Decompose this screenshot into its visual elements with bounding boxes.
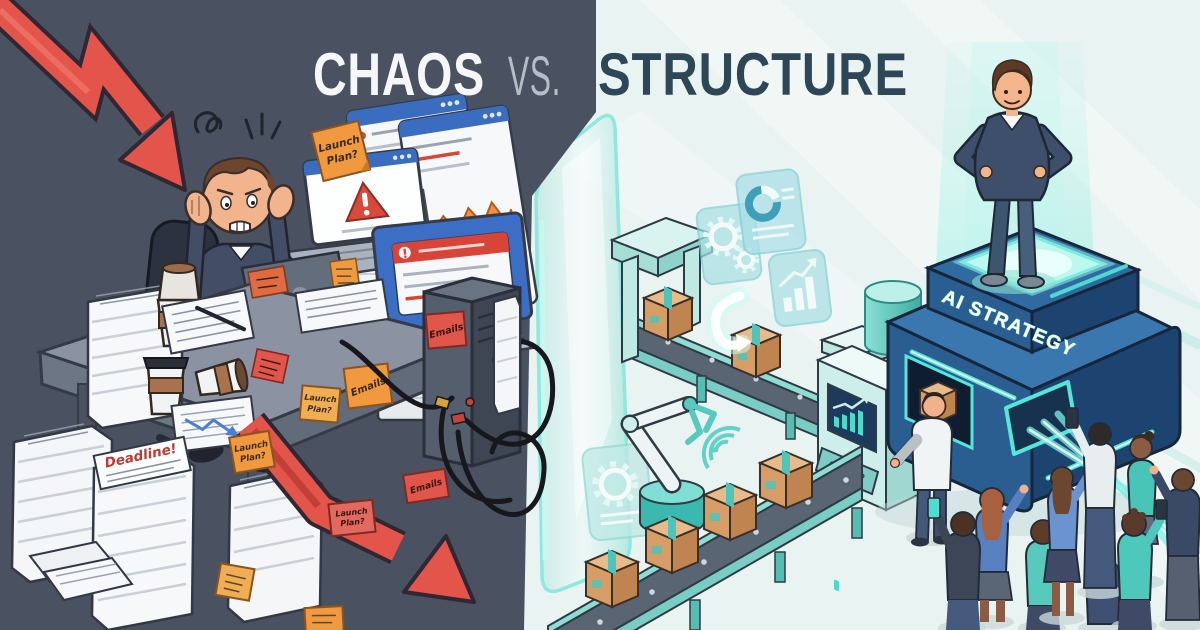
cardboard-box-lower-3 bbox=[701, 482, 759, 542]
robot-arm bbox=[620, 396, 717, 535]
title-structure: STRUCTURE bbox=[598, 41, 908, 108]
title-vs: VS. bbox=[508, 44, 561, 107]
svg-text:Launch: Launch bbox=[304, 393, 337, 405]
pie-chart-icon bbox=[744, 185, 781, 222]
conveyor-gate-front-post bbox=[621, 254, 639, 364]
phone-icon bbox=[1065, 407, 1079, 429]
machine-screen-chart-icon bbox=[827, 382, 877, 592]
cardboard-box-lower-1 bbox=[583, 549, 641, 609]
crowd-person-2 bbox=[927, 497, 986, 630]
phone-icon bbox=[927, 497, 941, 519]
svg-text:Launch: Launch bbox=[335, 506, 368, 518]
crowd-person-8 bbox=[1149, 465, 1200, 630]
decline-arrow-icon-top bbox=[0, 0, 187, 192]
paper-stack-behind-tower bbox=[493, 294, 521, 416]
gear-icon-small bbox=[737, 251, 756, 270]
coffee-cup-tipped bbox=[194, 357, 249, 397]
cardboard-box-upper-1 bbox=[641, 286, 695, 342]
crowd-person-9 bbox=[1111, 499, 1168, 630]
sticky-note-launch-desk: Launch Plan? bbox=[298, 384, 342, 424]
leader-shoe-left bbox=[980, 273, 1008, 287]
desk-papers bbox=[161, 278, 390, 453]
phone-icon bbox=[1155, 499, 1168, 520]
cardboard-box-lower-2 bbox=[643, 515, 701, 575]
sticky-note-scribble-5 bbox=[214, 562, 256, 602]
title-chaos: CHAOS bbox=[313, 41, 485, 108]
sticky-note-scribble-6 bbox=[303, 604, 346, 630]
gear-icon bbox=[708, 222, 738, 252]
bar-chart-icon bbox=[783, 297, 793, 313]
sticky-note-launch-floor: Launch Plan? bbox=[228, 429, 276, 475]
sticky-note-emails-desk: Emails bbox=[342, 362, 394, 410]
warning-triangle-icon bbox=[344, 180, 391, 223]
crowd-person-4 bbox=[1039, 462, 1099, 625]
paper-stack-deadline: Deadline! bbox=[90, 435, 196, 630]
hologram-pie-chart-panel bbox=[735, 168, 807, 256]
hologram-bar-chart-panel bbox=[767, 249, 833, 327]
sticky-note-launch-top: Launch Plan? bbox=[310, 119, 372, 183]
sticky-note-launch-floor2: Launch Plan? bbox=[327, 498, 377, 538]
crowd bbox=[927, 407, 1200, 630]
sticky-note-scribble-4 bbox=[250, 348, 290, 384]
svg-text:Plan?: Plan? bbox=[239, 451, 266, 465]
svg-text:Plan?: Plan? bbox=[307, 404, 332, 415]
confident-leader bbox=[953, 59, 1073, 294]
glow-swoosh-icon bbox=[706, 287, 752, 355]
loose-sheets bbox=[28, 540, 134, 602]
wifi-icon bbox=[701, 426, 741, 470]
worker-hand-left bbox=[184, 190, 212, 226]
page-title: CHAOS VS. STRUCTURE bbox=[313, 41, 908, 108]
crowd-person-6 bbox=[1065, 407, 1123, 599]
sticky-note-emails-floor: Emails bbox=[401, 467, 451, 505]
stress-squiggle-icon bbox=[194, 111, 282, 140]
svg-text:Plan?: Plan? bbox=[340, 517, 366, 529]
sticky-note-emails-tower: Emails bbox=[424, 310, 468, 350]
worker-hand-right bbox=[267, 184, 295, 220]
sticky-note-scribble-3 bbox=[247, 265, 289, 299]
leader-shoe-right bbox=[1017, 275, 1045, 289]
crowd-person-1 bbox=[966, 484, 1029, 629]
gear-icon bbox=[598, 467, 632, 501]
machine-operator bbox=[889, 392, 958, 547]
cardboard-box-lower-4 bbox=[757, 450, 815, 510]
coffee-cup-lidded bbox=[142, 357, 190, 416]
